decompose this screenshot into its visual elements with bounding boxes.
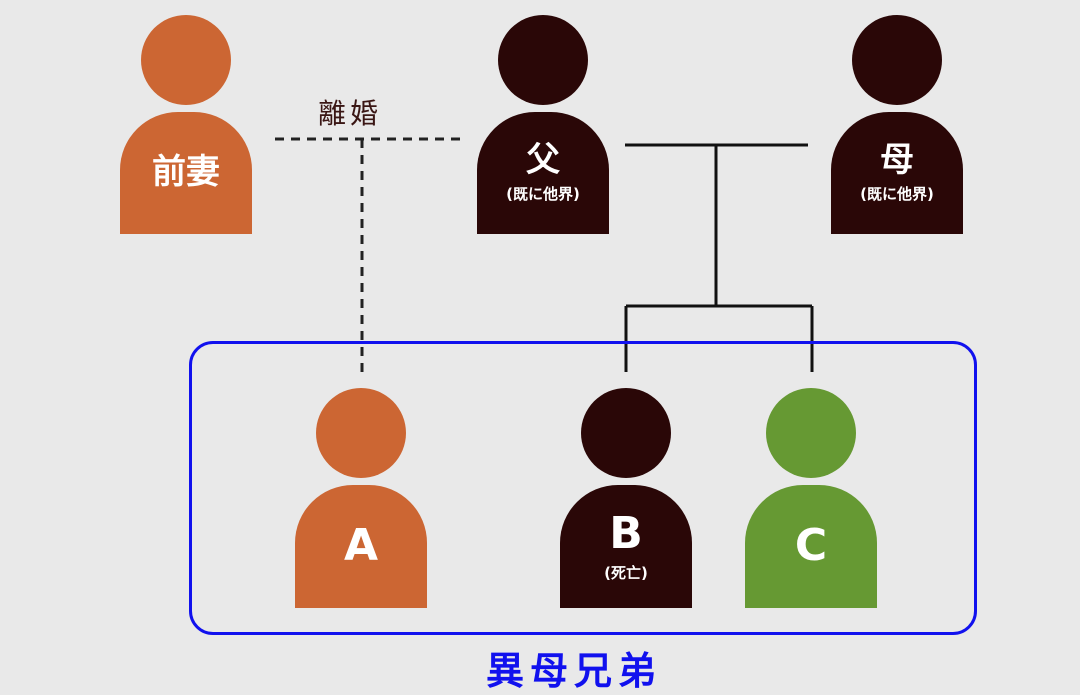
ex-wife-label: 前妻 [152,152,220,193]
mother-note: (既に他界) [860,185,934,204]
b-note: (死亡) [604,564,648,583]
ex-wife-head [141,15,231,105]
divorce-label: 離婚 [318,97,383,130]
c-body: C [745,485,877,608]
father-head [498,15,588,105]
mother-head [852,15,942,105]
b-label: B [609,507,643,559]
c-label: C [794,520,828,572]
b-head [581,388,671,478]
father-body: 父 (既に他界) [477,112,609,234]
father-note: (既に他界) [506,185,580,204]
a-head [316,388,406,478]
half-siblings-frame [189,341,977,635]
c-head [766,388,856,478]
half-siblings-label: 異母兄弟 [486,649,663,693]
b-body: B (死亡) [560,485,692,608]
a-label: A [343,520,379,572]
mother-body: 母 (既に他界) [831,112,963,234]
a-body: A [295,485,427,608]
ex-wife-body: 前妻 [120,112,252,234]
mother-label: 母 [880,139,914,180]
father-label: 父 [526,139,560,180]
